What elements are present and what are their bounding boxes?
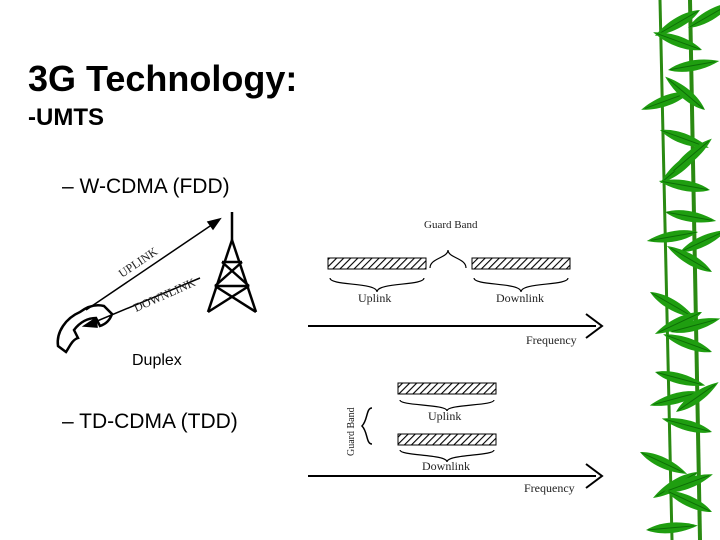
fdd-frequency-label: Frequency	[526, 333, 577, 347]
tdd-frequency-label: Frequency	[524, 481, 575, 495]
tdd-uplink-band	[397, 382, 497, 395]
duplex-caption: Duplex	[132, 352, 182, 369]
fdd-downlink-label: Downlink	[496, 291, 544, 305]
bamboo-decoration	[637, 0, 720, 540]
tower-icon	[206, 212, 258, 314]
fdd-guard-band-brace	[429, 249, 467, 269]
tdd-downlink-band	[397, 433, 497, 446]
fdd-duplex-illustration	[56, 212, 258, 354]
phone-icon	[56, 304, 114, 354]
bullet-wcdma-fdd: – W-CDMA (FDD)	[62, 175, 230, 198]
slide-subtitle: -UMTS	[28, 104, 104, 131]
fdd-downlink-band	[471, 257, 571, 270]
fdd-frequency-diagram: Guard Band Uplink Downlink Frequency	[308, 219, 604, 347]
downlink-arrow-label: DOWNLINK	[132, 275, 198, 315]
slide-title: 3G Technology:	[28, 58, 298, 99]
fdd-uplink-label: Uplink	[358, 291, 391, 305]
uplink-arrow	[85, 217, 222, 311]
tdd-frequency-diagram: Guard Band Uplink Downlink Frequency	[308, 382, 604, 495]
tdd-guard-band-label: Guard Band	[346, 407, 357, 456]
tdd-uplink-label: Uplink	[428, 409, 461, 423]
tdd-downlink-label: Downlink	[422, 459, 470, 473]
tdd-guard-band-brace	[360, 407, 373, 445]
fdd-uplink-band	[327, 257, 427, 270]
downlink-arrow	[81, 277, 201, 328]
fdd-guard-band-label: Guard Band	[424, 219, 478, 231]
bullet-tdcdma-tdd: – TD-CDMA (TDD)	[62, 410, 238, 433]
